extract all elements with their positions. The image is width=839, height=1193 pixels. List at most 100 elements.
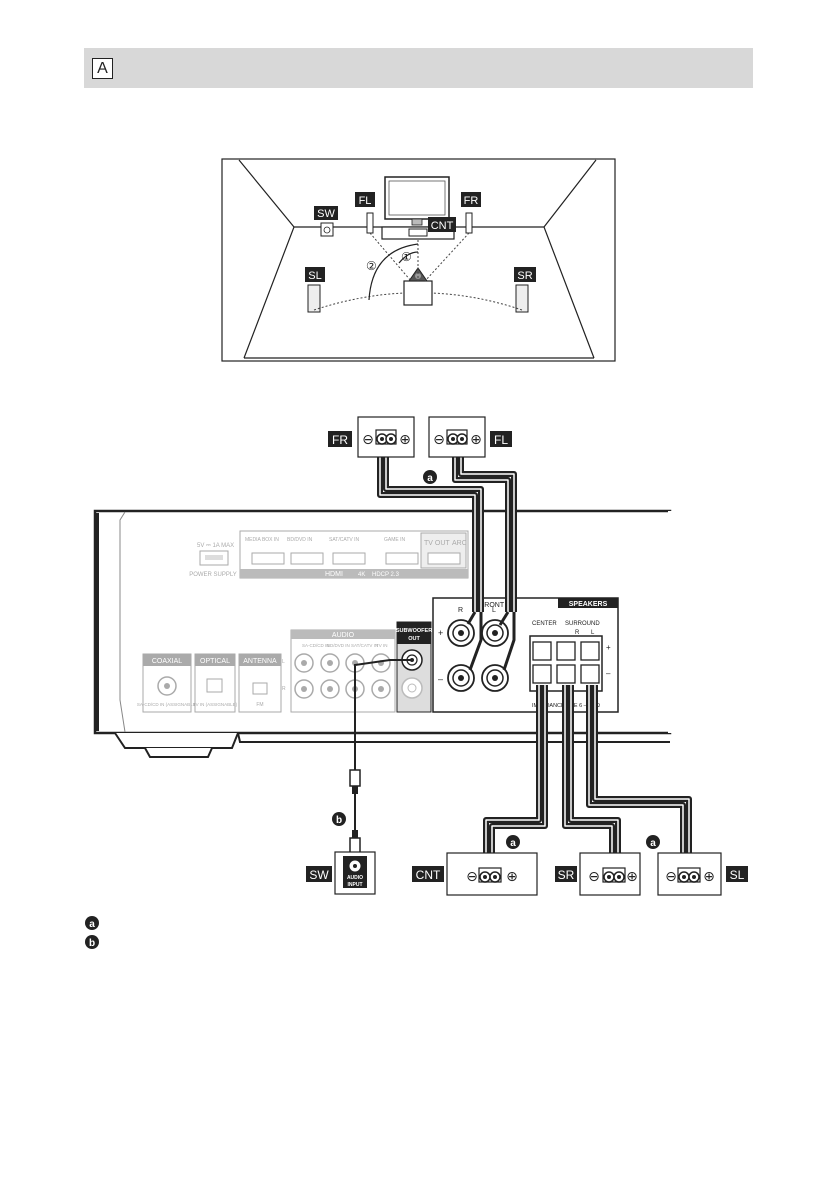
svg-text:OPTICAL: OPTICAL xyxy=(200,658,230,665)
svg-text:COAXIAL: COAXIAL xyxy=(152,658,182,665)
svg-text:b: b xyxy=(336,815,342,826)
angle-lines xyxy=(313,232,523,311)
subwoofer-cable xyxy=(349,659,412,855)
section-header: A xyxy=(84,48,753,88)
svg-text:SW: SW xyxy=(309,868,329,882)
svg-text:OUT: OUT xyxy=(408,636,420,642)
svg-text:SR: SR xyxy=(558,868,575,882)
svg-text:HDMI: HDMI xyxy=(325,571,343,578)
svg-text:BD/DVD IN: BD/DVD IN xyxy=(327,643,350,648)
surround-right-speaker-icon xyxy=(515,284,529,313)
cable-mark-a-center: a xyxy=(506,835,520,849)
cnt-tag: CNT xyxy=(412,866,444,882)
svg-text:SA-CD/CD IN (ASSIGNABLE): SA-CD/CD IN (ASSIGNABLE) xyxy=(137,702,198,707)
cable-fl xyxy=(452,445,517,671)
svg-text:BD/DVD IN: BD/DVD IN xyxy=(287,537,313,543)
sr-speaker-terminals: ⊖ ⊕ xyxy=(579,852,641,896)
svg-text:SA-CD/CD IN: SA-CD/CD IN xyxy=(302,643,330,648)
svg-text:b: b xyxy=(89,938,95,949)
sl-speaker-terminals: ⊖ ⊕ xyxy=(657,852,722,896)
svg-text:SR: SR xyxy=(517,270,532,282)
svg-text:SL: SL xyxy=(308,270,321,282)
svg-text:⊖: ⊖ xyxy=(665,868,677,884)
svg-text:⊖: ⊖ xyxy=(588,868,600,884)
svg-text:5V ⎓ 1A MAX: 5V ⎓ 1A MAX xyxy=(197,543,234,549)
svg-text:TV IN: TV IN xyxy=(376,643,388,648)
front-r-minus-post xyxy=(447,664,475,692)
cable-mark-a-front: a xyxy=(423,470,437,484)
angle-mark-one: ① xyxy=(401,250,412,264)
room-label-fl: FL xyxy=(355,192,375,207)
room-label-cnt: CNT xyxy=(428,217,456,232)
svg-text:⊕: ⊕ xyxy=(506,868,518,884)
front-r-plus-post xyxy=(447,619,475,647)
svg-text:R: R xyxy=(575,630,580,636)
room-label-sr: SR xyxy=(514,267,536,282)
svg-text:FRONT: FRONT xyxy=(480,602,505,609)
cable-sl xyxy=(586,685,692,868)
svg-text:FM: FM xyxy=(256,702,263,708)
hdmi-port-2: BD/DVD IN xyxy=(287,537,324,565)
legend-item-b: b xyxy=(85,935,99,949)
front-l-plus-post xyxy=(481,619,509,647)
svg-text:CNT: CNT xyxy=(416,868,441,882)
svg-text:SUBWOOFER: SUBWOOFER xyxy=(396,628,432,634)
svg-text:⊖: ⊖ xyxy=(433,431,445,447)
svg-text:R: R xyxy=(282,686,286,692)
svg-text:SW: SW xyxy=(317,208,335,220)
cable-mark-a-surround: a xyxy=(646,835,660,849)
svg-text:SAT/CATV IN: SAT/CATV IN xyxy=(329,537,359,543)
svg-text:L: L xyxy=(591,630,595,636)
svg-text:L: L xyxy=(492,607,496,614)
hdmi-port-4: GAME IN xyxy=(384,537,419,565)
room-label-sw: SW xyxy=(314,206,338,220)
svg-text:INPUT: INPUT xyxy=(348,882,363,888)
front-l-minus-post xyxy=(481,664,509,692)
svg-text:a: a xyxy=(89,919,95,930)
svg-text:SL: SL xyxy=(730,868,745,882)
fl-tag: FL xyxy=(490,431,512,447)
cable-sr xyxy=(562,685,621,868)
svg-text:–: – xyxy=(438,674,443,684)
svg-text:⊕: ⊕ xyxy=(399,431,411,447)
svg-text:⊕: ⊕ xyxy=(703,868,715,884)
coaxial-input: COAXIAL SA-CD/CD IN (ASSIGNABLE) xyxy=(137,653,198,713)
section-label: A xyxy=(92,58,113,79)
svg-text:R: R xyxy=(458,607,463,614)
svg-text:SAT/CATV IN: SAT/CATV IN xyxy=(351,643,378,648)
speaker-cables xyxy=(377,445,692,868)
optical-input: OPTICAL TV IN (ASSIGNABLE) xyxy=(193,653,238,713)
svg-text:+: + xyxy=(438,628,443,638)
svg-text:ARC: ARC xyxy=(452,540,467,547)
svg-text:AUDIO: AUDIO xyxy=(347,875,363,881)
svg-text:FL: FL xyxy=(359,195,372,207)
listener-icon xyxy=(403,267,433,306)
front-right-speaker-icon xyxy=(465,212,473,234)
svg-text:⊕: ⊕ xyxy=(470,431,482,447)
cable-cnt xyxy=(483,685,548,868)
sw-tag: SW xyxy=(306,866,332,882)
svg-text:SPEAKERS: SPEAKERS xyxy=(569,601,608,608)
sl-tag: SL xyxy=(726,866,748,882)
svg-text:TV IN (ASSIGNABLE): TV IN (ASSIGNABLE) xyxy=(193,702,238,707)
svg-text:ANTENNA: ANTENNA xyxy=(243,658,277,665)
svg-text:⊖: ⊖ xyxy=(466,868,478,884)
svg-text:a: a xyxy=(510,838,516,849)
svg-text:AUDIO: AUDIO xyxy=(332,632,355,639)
angle-mark-two: ② xyxy=(366,259,377,273)
svg-text:FL: FL xyxy=(494,433,508,447)
svg-text:⊖: ⊖ xyxy=(362,431,374,447)
svg-text:+: + xyxy=(606,643,611,652)
svg-text:TV OUT: TV OUT xyxy=(424,540,450,547)
fr-tag: FR xyxy=(328,431,352,447)
sw-audio-input: AUDIO INPUT xyxy=(334,851,376,895)
hdmi-port-1: MEDIA BOX IN xyxy=(245,537,285,565)
sr-tag: SR xyxy=(555,866,577,882)
fr-speaker-terminals: ⊖ ⊕ xyxy=(357,416,415,458)
center-speaker-icon xyxy=(408,228,428,237)
svg-text:⊕: ⊕ xyxy=(626,868,638,884)
room-layout: ① ② SW FL FR CNT SL SR xyxy=(221,158,616,362)
cnt-speaker-terminals: ⊖ ⊕ xyxy=(446,852,538,896)
svg-text:CENTER: CENTER xyxy=(532,621,557,627)
